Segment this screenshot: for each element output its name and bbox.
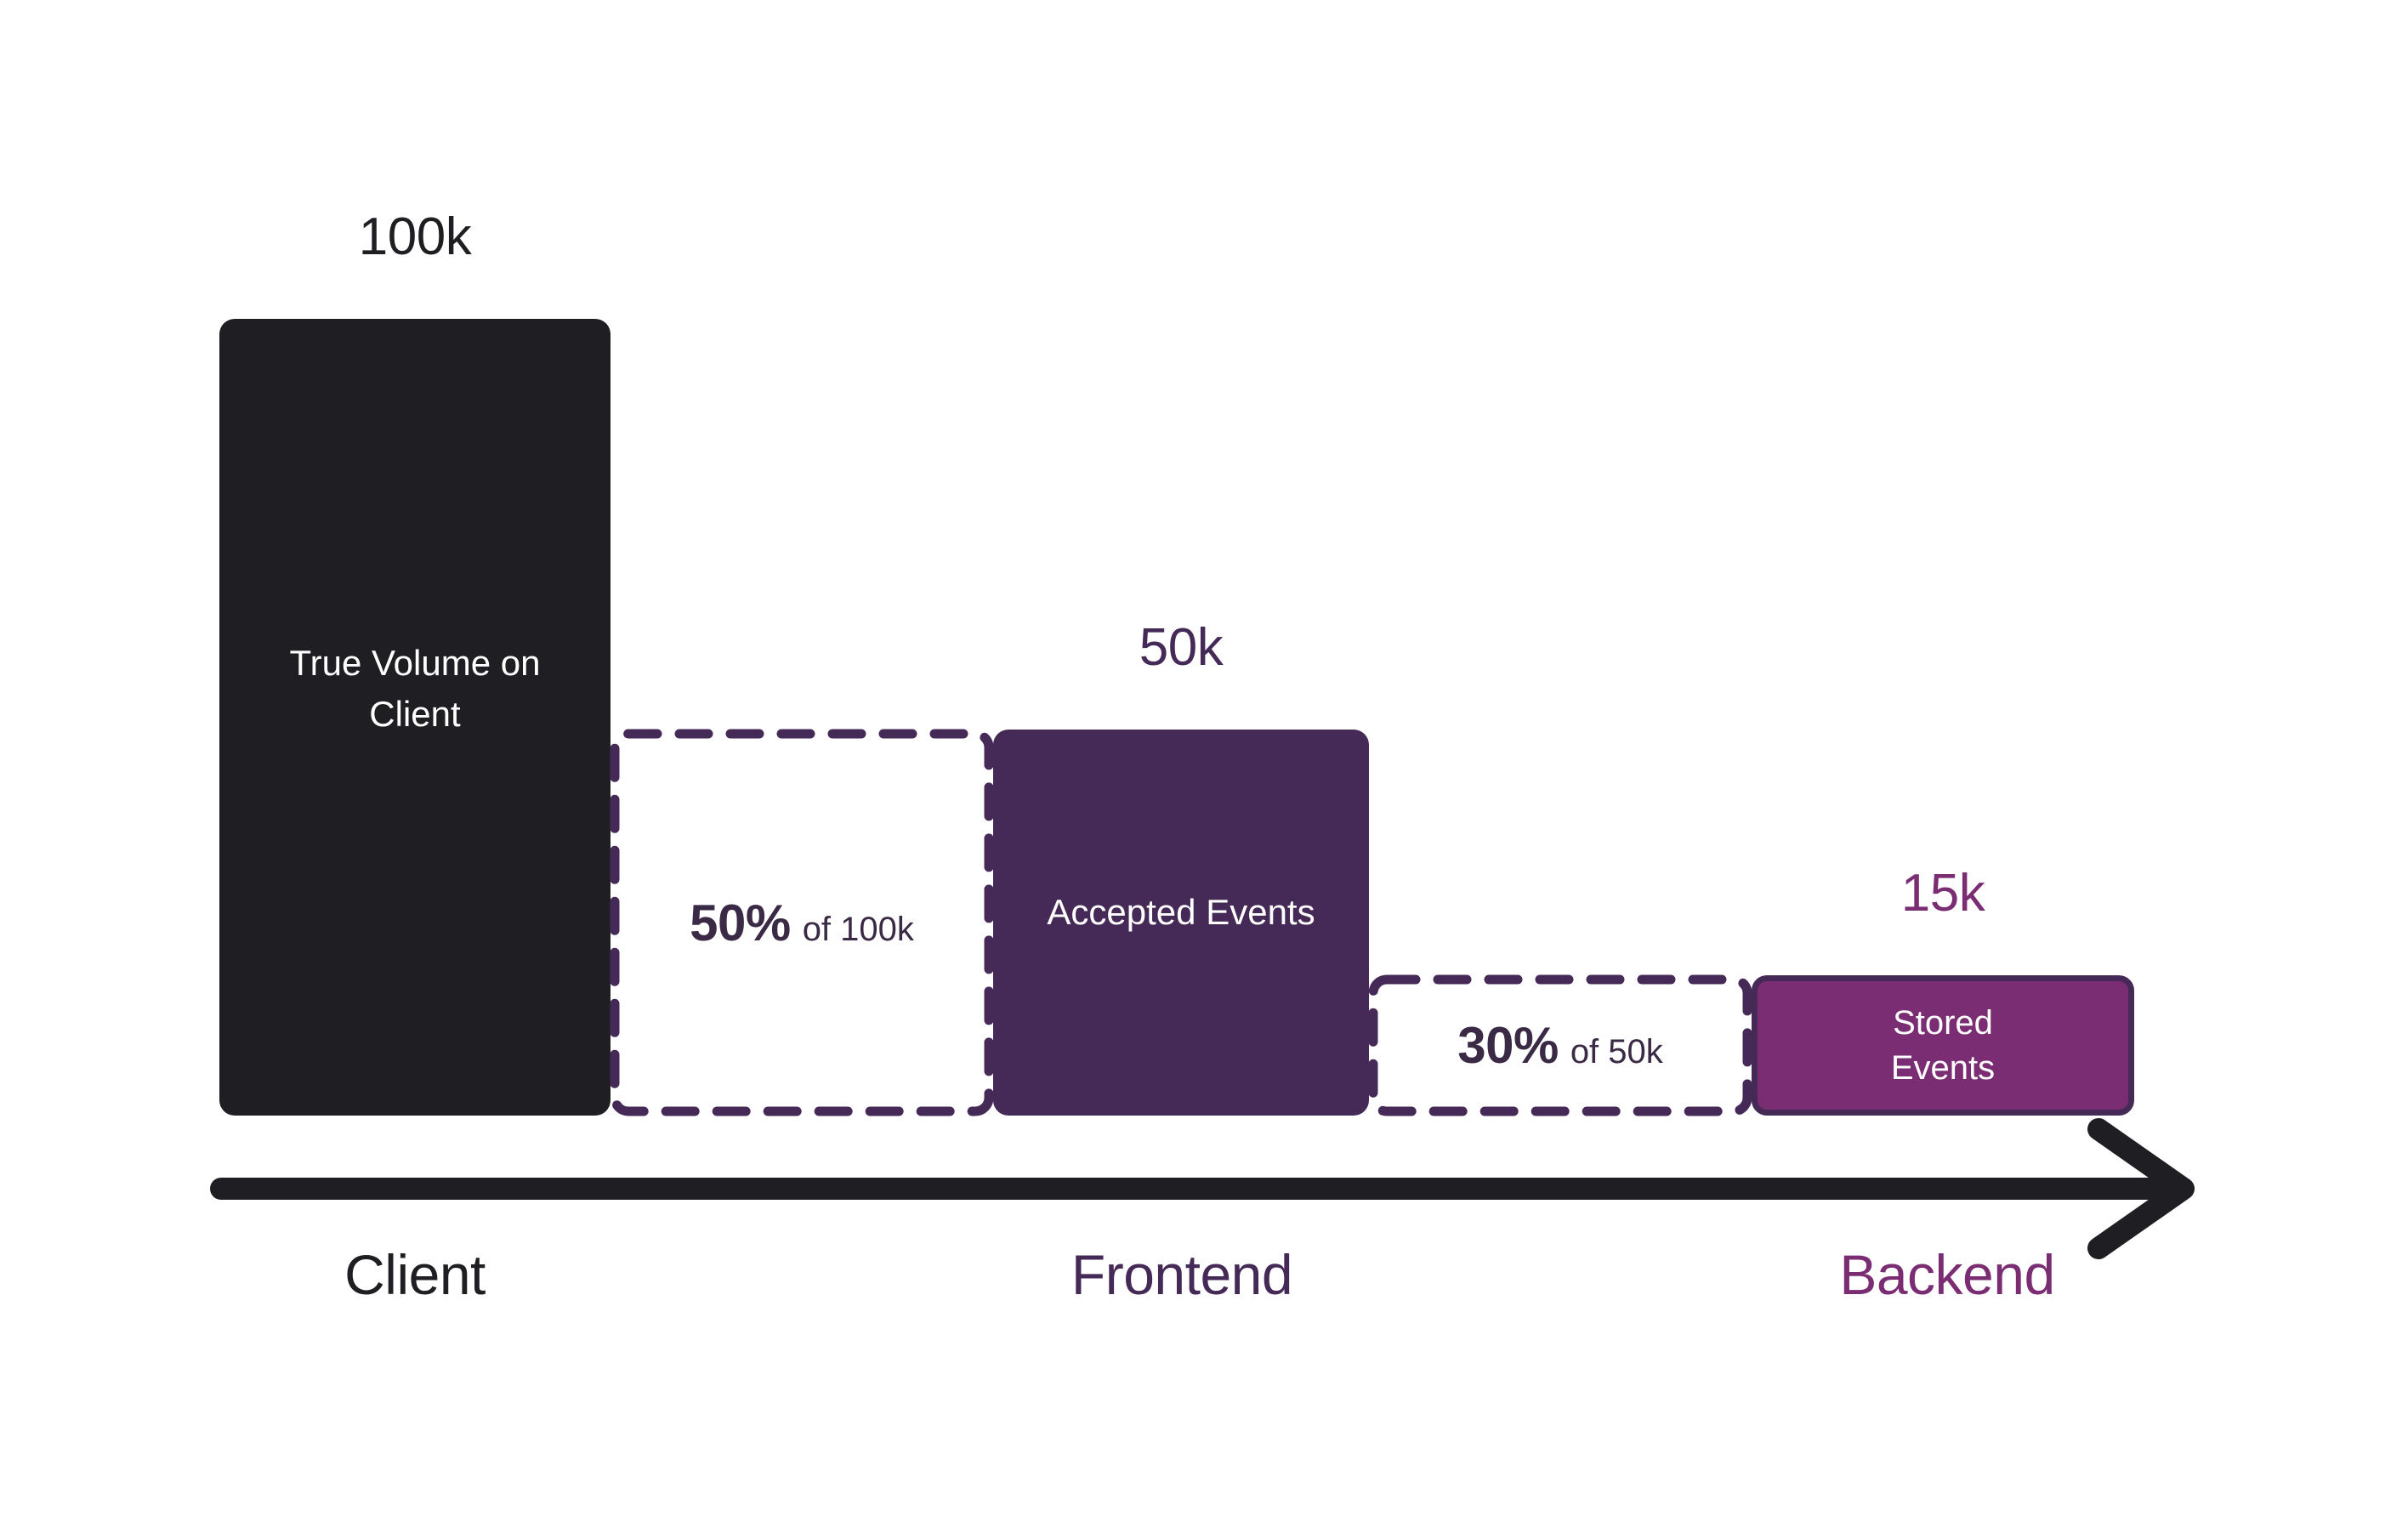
drop-text-frontend: 50% of 100k <box>690 894 914 952</box>
bar-stored-label-line2: Events <box>1890 1048 1996 1087</box>
value-label-accepted: 50k <box>1139 618 1224 677</box>
drop-box-backend: 30% of 50k <box>1368 974 1752 1116</box>
dashed-rect-backend-icon <box>1368 974 1752 1116</box>
drop-of-backend: of 50k <box>1570 1033 1663 1071</box>
drop-of-frontend: of 100k <box>802 910 914 948</box>
arrow-right-icon <box>210 1118 2195 1259</box>
bar-stored-label: Stored Events <box>1815 1001 2070 1091</box>
bar-stored-label-line1: Stored <box>1893 1003 1993 1042</box>
bar-client-label-line2: Client <box>369 693 461 734</box>
bar-client-label-line1: True Volume on <box>289 642 541 683</box>
drop-text-backend: 30% of 50k <box>1457 1016 1663 1075</box>
stage-label-backend: Backend <box>1839 1243 2055 1306</box>
drop-percent-backend: 30% <box>1457 1017 1559 1074</box>
stage-label-client: Client <box>344 1243 486 1306</box>
drop-percent-frontend: 50% <box>690 894 791 951</box>
dashed-rect-frontend-icon <box>610 729 994 1116</box>
bar-accepted-events: Accepted Events <box>993 730 1369 1116</box>
bar-client-label: True Volume on Client <box>258 638 572 740</box>
bar-client-true-volume: True Volume on Client <box>219 319 611 1116</box>
drop-box-frontend: 50% of 100k <box>610 729 994 1116</box>
value-label-stored: 15k <box>1900 864 1985 923</box>
value-label-client: 100k <box>358 207 472 266</box>
stage-label-frontend: Frontend <box>1071 1243 1293 1306</box>
axis-arrow <box>204 1118 2211 1259</box>
bar-accepted-label: Accepted Events <box>1047 892 1315 932</box>
bar-stored-events: Stored Events <box>1752 975 2134 1116</box>
